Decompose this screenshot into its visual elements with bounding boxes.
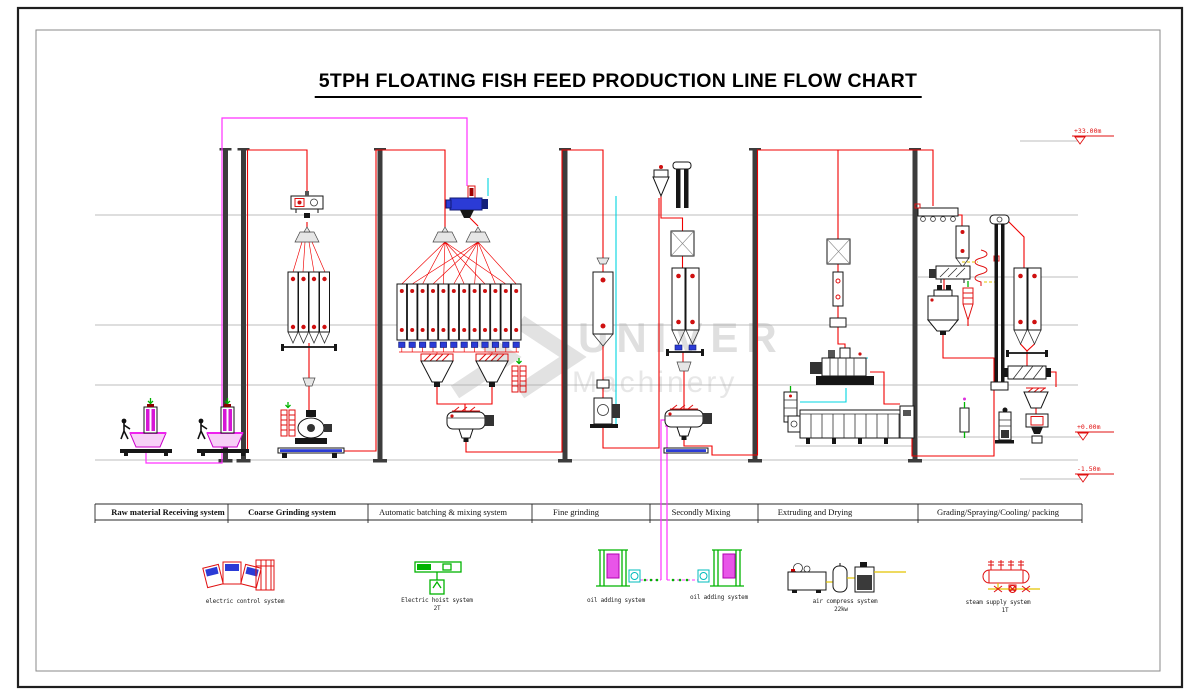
electric-hoist-icon xyxy=(414,561,462,595)
sampling-vial-icon xyxy=(959,397,970,438)
legend-air-compress: air compress system xyxy=(812,598,878,605)
packing-scale-icon xyxy=(1025,413,1049,444)
fine-grinding-equipment xyxy=(590,257,620,428)
weigh-hopper-icon xyxy=(475,353,509,388)
building-columns xyxy=(218,148,922,463)
grading-packing-equipment xyxy=(914,203,1051,444)
raw-material-intake-icon xyxy=(119,397,250,457)
section-label-grading: Grading/Spraying/Cooling/ packing xyxy=(936,507,1060,517)
cyclone-icon xyxy=(652,165,670,198)
packing-hopper-icon xyxy=(1023,387,1049,409)
air-compressor-icon xyxy=(787,562,906,593)
spraying-machine-icon xyxy=(926,285,960,335)
legend-electric-control: electric control system xyxy=(205,598,285,605)
elevation-ground: +0.00m xyxy=(1077,423,1101,431)
dryer-icon xyxy=(787,405,915,444)
elevation-pit: -1.50m xyxy=(1077,465,1101,473)
legend-air-compress-sub: 22kw xyxy=(834,606,848,613)
drawing-border xyxy=(16,6,1184,689)
section-label-extruding: Extruding and Drying xyxy=(777,507,853,517)
cooler-icon xyxy=(1003,365,1051,380)
elevation-markers xyxy=(1072,135,1114,483)
coarse-grinding-equipment xyxy=(277,191,345,458)
drum-sieve-icon xyxy=(290,191,324,218)
hammer-mill-icon xyxy=(295,410,332,444)
batching-mixing-equipment xyxy=(396,185,527,443)
legend-oil-adding-left: oil adding system xyxy=(586,597,646,604)
extruder-icon xyxy=(810,347,874,385)
oil-adding-icon xyxy=(596,549,659,587)
fine-pulverizer-icon xyxy=(590,397,620,428)
weigh-hopper-icon xyxy=(420,353,454,388)
legend-electric-hoist: Electric hoist system xyxy=(401,597,473,604)
section-label-secondly-mixing: Secondly Mixing xyxy=(671,507,731,517)
top-conveyor-icon xyxy=(914,203,959,222)
page-title: 5TPH FLOATING FISH FEED PRODUCTION LINE … xyxy=(314,70,922,98)
section-label-receiving: Raw material Receiving system xyxy=(111,507,225,517)
bag-sewing-conveyor-icon xyxy=(995,407,1014,444)
process-piping xyxy=(145,117,1057,581)
extruding-drying-equipment xyxy=(783,238,915,444)
section-label-batching: Automatic batching & mixing system xyxy=(379,507,507,517)
small-cyclone-icon xyxy=(962,281,974,322)
dust-filter-icon xyxy=(280,401,296,437)
legend-electric-hoist-sub: 2T xyxy=(433,605,441,612)
secondly-mixing-equipment xyxy=(652,161,713,454)
section-band xyxy=(94,503,1083,523)
legend-steam-supply: steam supply system xyxy=(965,599,1031,606)
oil-adding-icon xyxy=(671,549,744,587)
elevation-roof: +33.00m xyxy=(1074,127,1102,135)
grader-sieve-icon xyxy=(929,265,971,283)
section-label-fine-grinding: Fine grinding xyxy=(552,507,600,517)
legend-oil-adding-right: oil adding system xyxy=(689,594,749,601)
secondly-mixer-icon xyxy=(664,404,713,441)
bucket-elevator-icon xyxy=(989,214,1010,391)
legend-steam-supply-sub: 1T xyxy=(1001,607,1009,614)
main-mixer-icon xyxy=(446,406,495,443)
dust-filter-icon xyxy=(511,357,527,393)
electric-control-icon xyxy=(202,559,275,591)
drum-cleaner-icon xyxy=(445,185,488,218)
section-label-coarse-grinding: Coarse Grinding system xyxy=(248,507,336,517)
steam-boiler-icon xyxy=(982,560,1040,593)
